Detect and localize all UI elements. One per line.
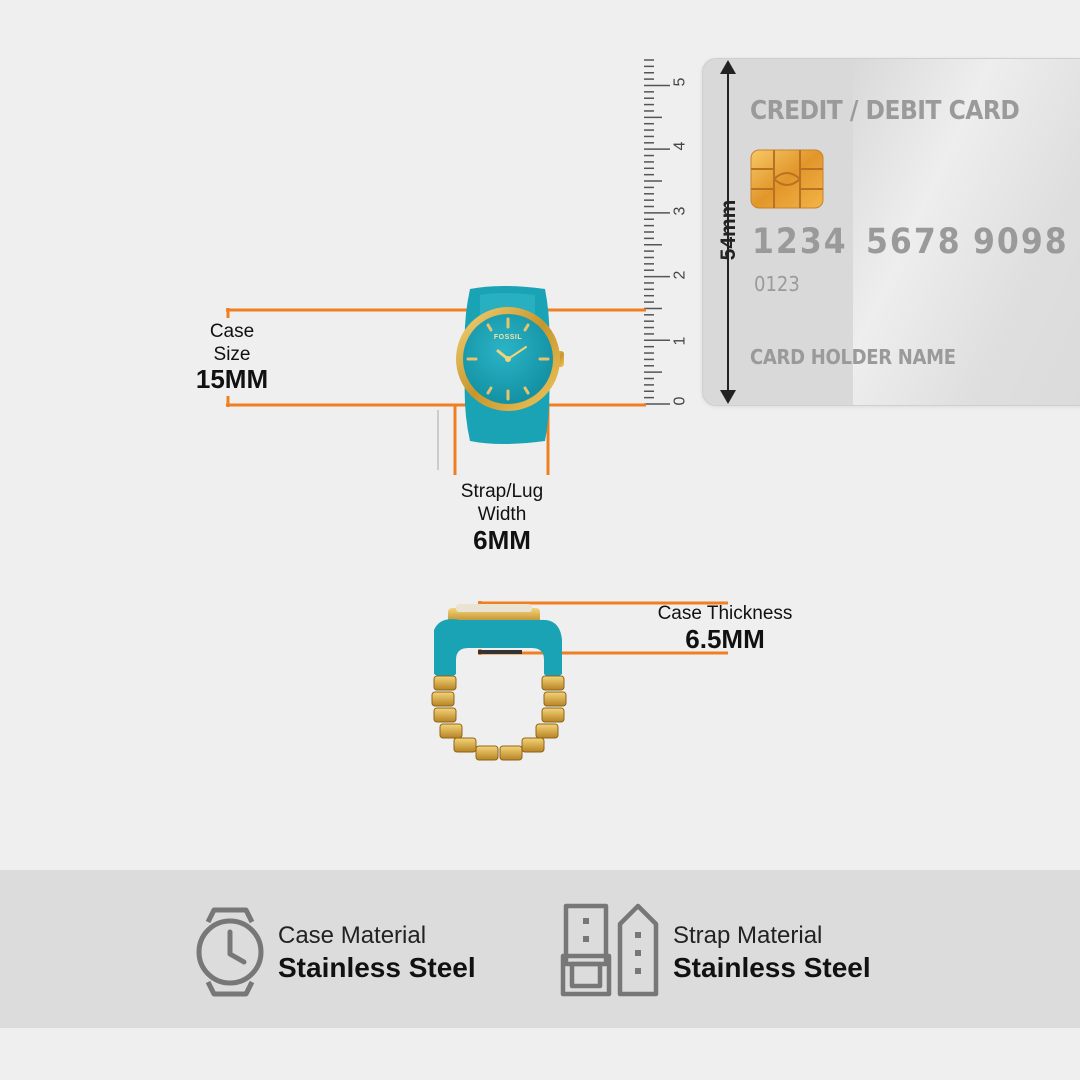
materials-bar — [0, 870, 1080, 1028]
ruler — [644, 59, 670, 405]
case-material-title: Case Material — [278, 922, 427, 949]
card-small-number: 0123 — [754, 272, 800, 296]
strap-material-title: Strap Material — [673, 922, 823, 949]
strap-width-label-1: Strap/Lug — [460, 481, 544, 502]
strap-width-label-2: Width — [477, 504, 527, 525]
strap-icon — [560, 903, 659, 997]
thickness-label: Case Thickness — [657, 603, 793, 624]
case-material-value: Stainless Steel — [278, 952, 476, 983]
card-holder-name: CARD HOLDER NAME — [750, 345, 956, 369]
card-number-3: 9098 — [973, 222, 1069, 262]
thickness-value: 6.5MM — [685, 624, 765, 654]
card-number-2: 5678 — [866, 222, 962, 262]
card-height-arrow — [720, 60, 736, 404]
watch-icon — [196, 907, 264, 997]
watch-front-image — [456, 286, 564, 444]
card-shine — [853, 59, 1080, 405]
case-size-label-1: Case — [209, 321, 255, 342]
case-size-value: 15MM — [195, 364, 269, 394]
credit-card — [702, 58, 1080, 406]
card-number-1: 1234 — [752, 222, 848, 262]
case-size-label-2: Size — [213, 344, 251, 365]
strap-material-value: Stainless Steel — [673, 952, 871, 983]
strap-width-value: 6MM — [473, 525, 531, 555]
case-size-lines — [226, 308, 646, 475]
card-chip-icon — [750, 149, 824, 209]
watch-side-image — [431, 604, 567, 761]
card-title: CREDIT / DEBIT CARD — [750, 96, 1020, 126]
watch-brand-label: FOSSIL — [493, 334, 523, 341]
